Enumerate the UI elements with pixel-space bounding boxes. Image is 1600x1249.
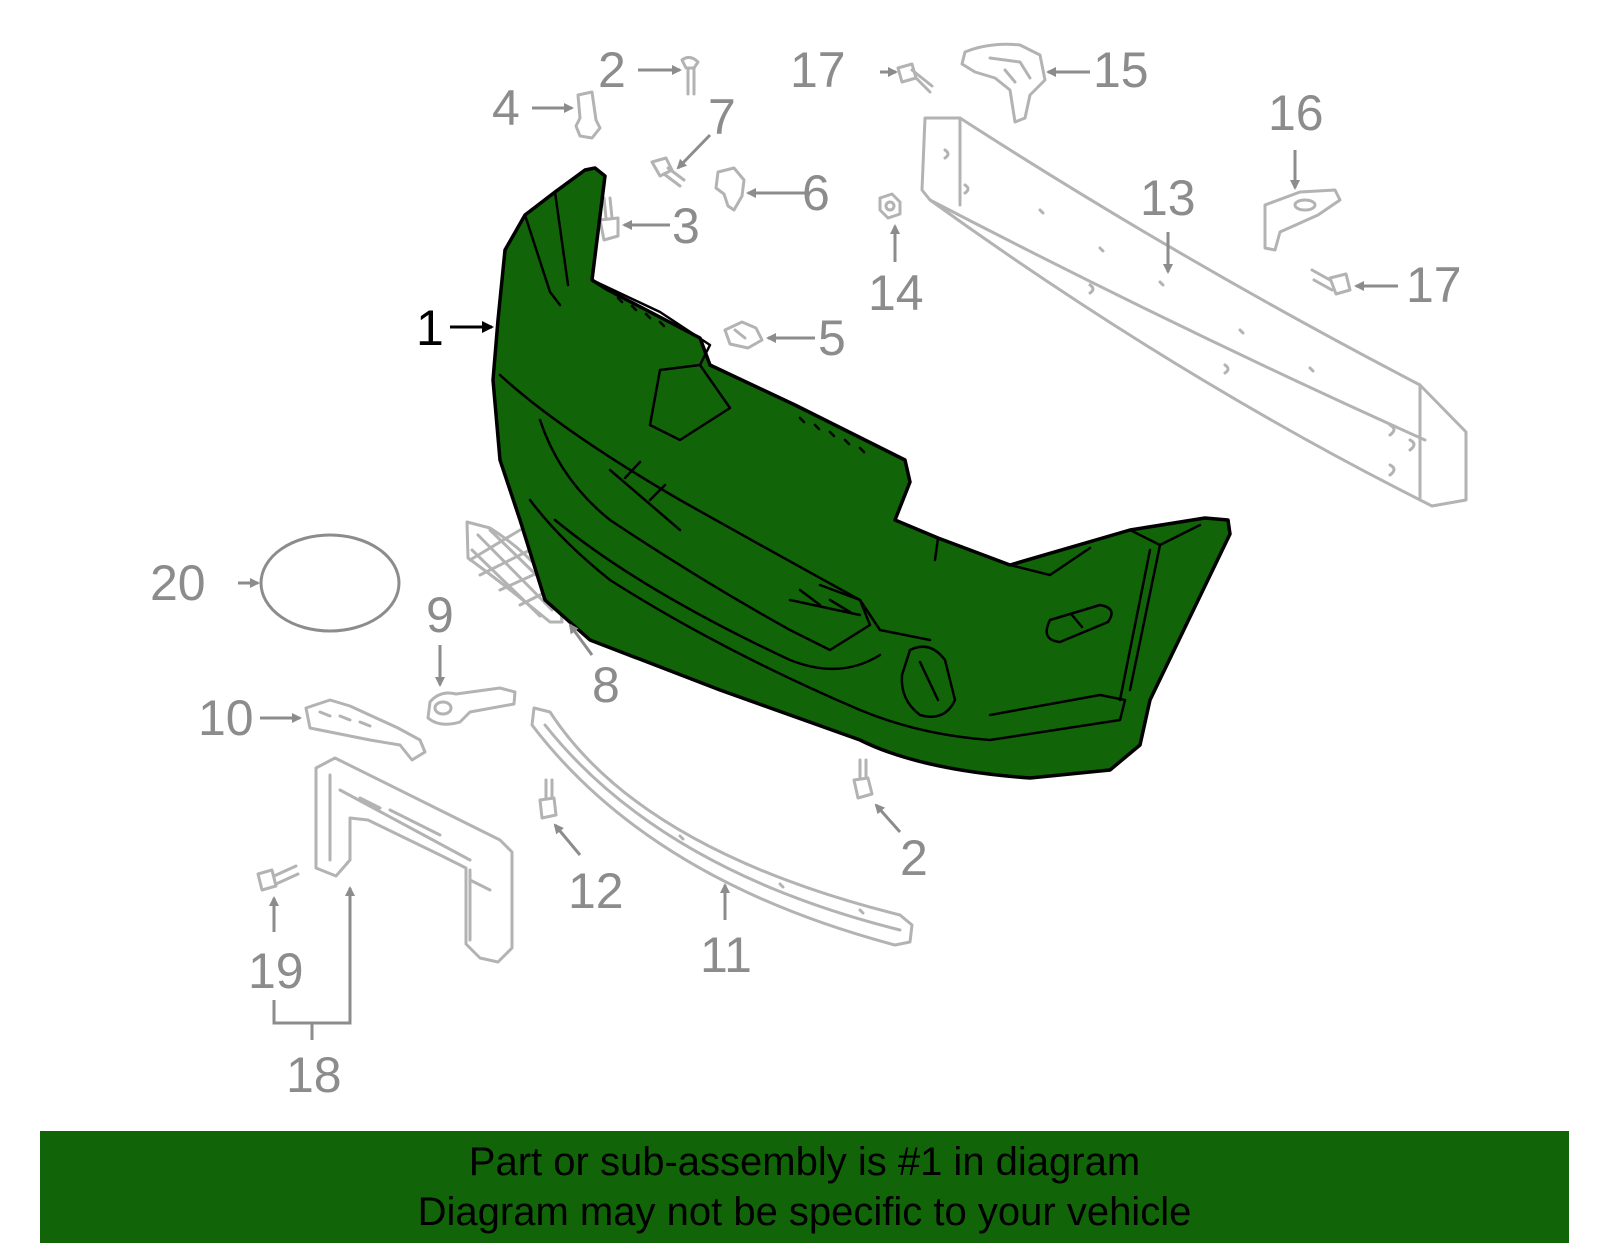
banner-line-2: Diagram may not be specific to your vehi… xyxy=(417,1190,1192,1234)
callout-19: 19 xyxy=(248,943,304,999)
part-19-bolt[interactable] xyxy=(256,864,300,892)
part-17-bolt-right[interactable] xyxy=(1310,268,1352,296)
callout-3: 3 xyxy=(672,198,700,254)
part-12-stud[interactable] xyxy=(538,778,558,820)
callout-8: 8 xyxy=(592,657,620,713)
part-9-tow-hook[interactable] xyxy=(426,686,517,726)
part-2-screw-top[interactable] xyxy=(680,55,700,96)
callout-16: 16 xyxy=(1268,85,1324,141)
part-8-grille[interactable] xyxy=(465,520,564,624)
part-4-clip[interactable] xyxy=(574,90,602,140)
part-18-license-bracket[interactable] xyxy=(314,756,514,964)
callout-18: 18 xyxy=(286,1047,342,1103)
callout-2-top: 2 xyxy=(598,42,626,98)
part-2-screw-bottom[interactable] xyxy=(852,758,874,800)
callout-10: 10 xyxy=(198,690,254,746)
callout-20: 20 xyxy=(150,555,206,611)
part-1-bumper-cover[interactable] xyxy=(491,166,1232,780)
callout-5: 5 xyxy=(818,310,846,366)
part-15-bracket[interactable] xyxy=(960,42,1047,124)
part-17-bolt-top[interactable] xyxy=(896,62,934,94)
part-10-bracket[interactable] xyxy=(304,698,427,762)
part-3-screw[interactable] xyxy=(598,196,620,242)
callout-7: 7 xyxy=(708,89,736,145)
leader-lines xyxy=(238,65,1398,1040)
callout-9: 9 xyxy=(426,587,454,643)
callout-14: 14 xyxy=(868,265,924,321)
callout-2-bottom: 2 xyxy=(900,830,928,886)
part-20-emblem-ring[interactable] xyxy=(259,533,401,633)
callout-17-top: 17 xyxy=(790,42,846,98)
part-5-clip[interactable] xyxy=(723,320,764,350)
callout-4: 4 xyxy=(492,80,520,136)
callout-1: 1 xyxy=(416,300,444,356)
callout-12: 12 xyxy=(568,863,624,919)
callout-15: 15 xyxy=(1093,42,1149,98)
callout-13: 13 xyxy=(1140,170,1196,226)
part-13-reinforcement[interactable] xyxy=(920,116,1468,508)
info-banner: Part or sub-assembly is #1 in diagram Di… xyxy=(40,1131,1569,1243)
callout-11: 11 xyxy=(700,927,752,983)
callout-17-right: 17 xyxy=(1406,257,1462,313)
part-11-lower-lip[interactable] xyxy=(530,706,914,947)
part-7-screw[interactable] xyxy=(650,156,686,188)
part-14-nut[interactable] xyxy=(878,192,902,220)
part-6-clip[interactable] xyxy=(714,166,746,212)
callout-6: 6 xyxy=(802,165,830,221)
part-16-bracket[interactable] xyxy=(1263,188,1342,252)
banner-line-1: Part or sub-assembly is #1 in diagram xyxy=(468,1140,1141,1184)
